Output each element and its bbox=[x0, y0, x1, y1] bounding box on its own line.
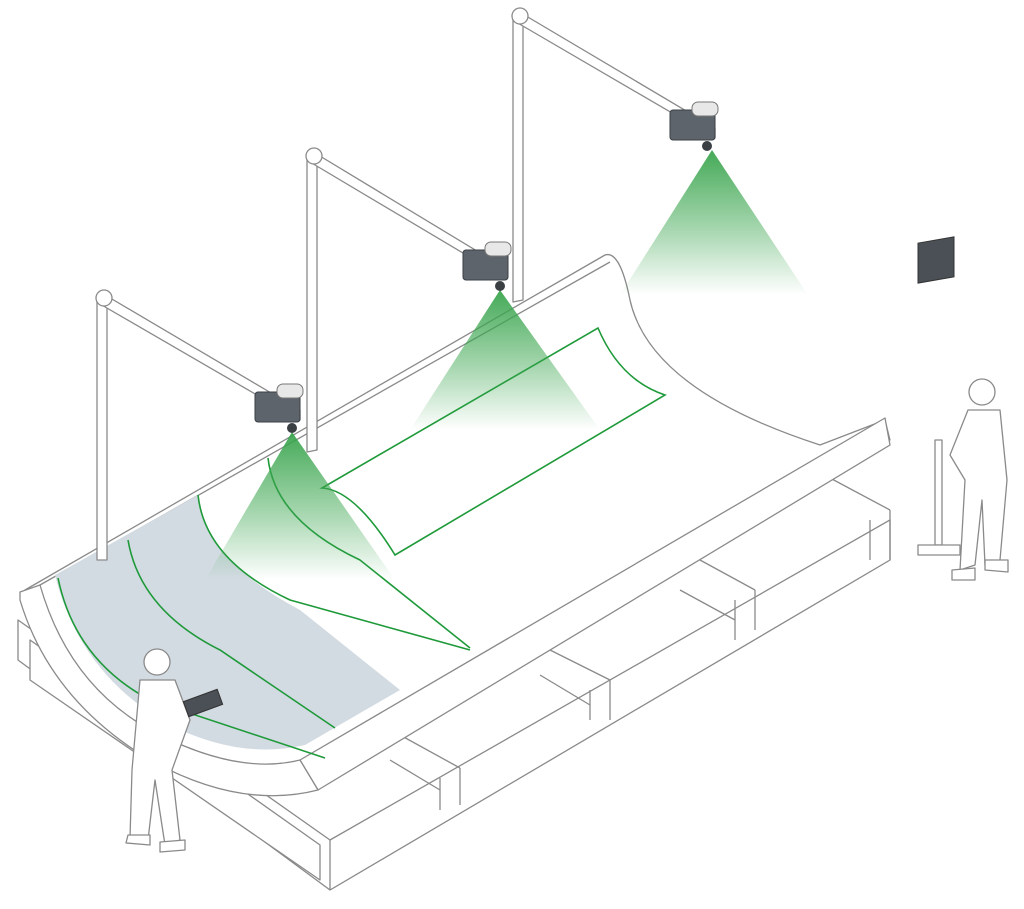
camera-icon bbox=[462, 241, 512, 291]
projection-cone-3 bbox=[620, 150, 808, 295]
projection-cone-1 bbox=[205, 432, 395, 580]
camera-icon bbox=[669, 101, 719, 151]
tablet-icon bbox=[917, 236, 955, 284]
tablet-icon bbox=[182, 688, 224, 718]
projection-cone-2 bbox=[410, 290, 600, 430]
operator-right bbox=[917, 236, 1009, 581]
gantry-2 bbox=[305, 147, 506, 453]
gantry-1 bbox=[95, 289, 301, 561]
camera-icon bbox=[254, 383, 304, 433]
operator-left bbox=[125, 648, 224, 853]
